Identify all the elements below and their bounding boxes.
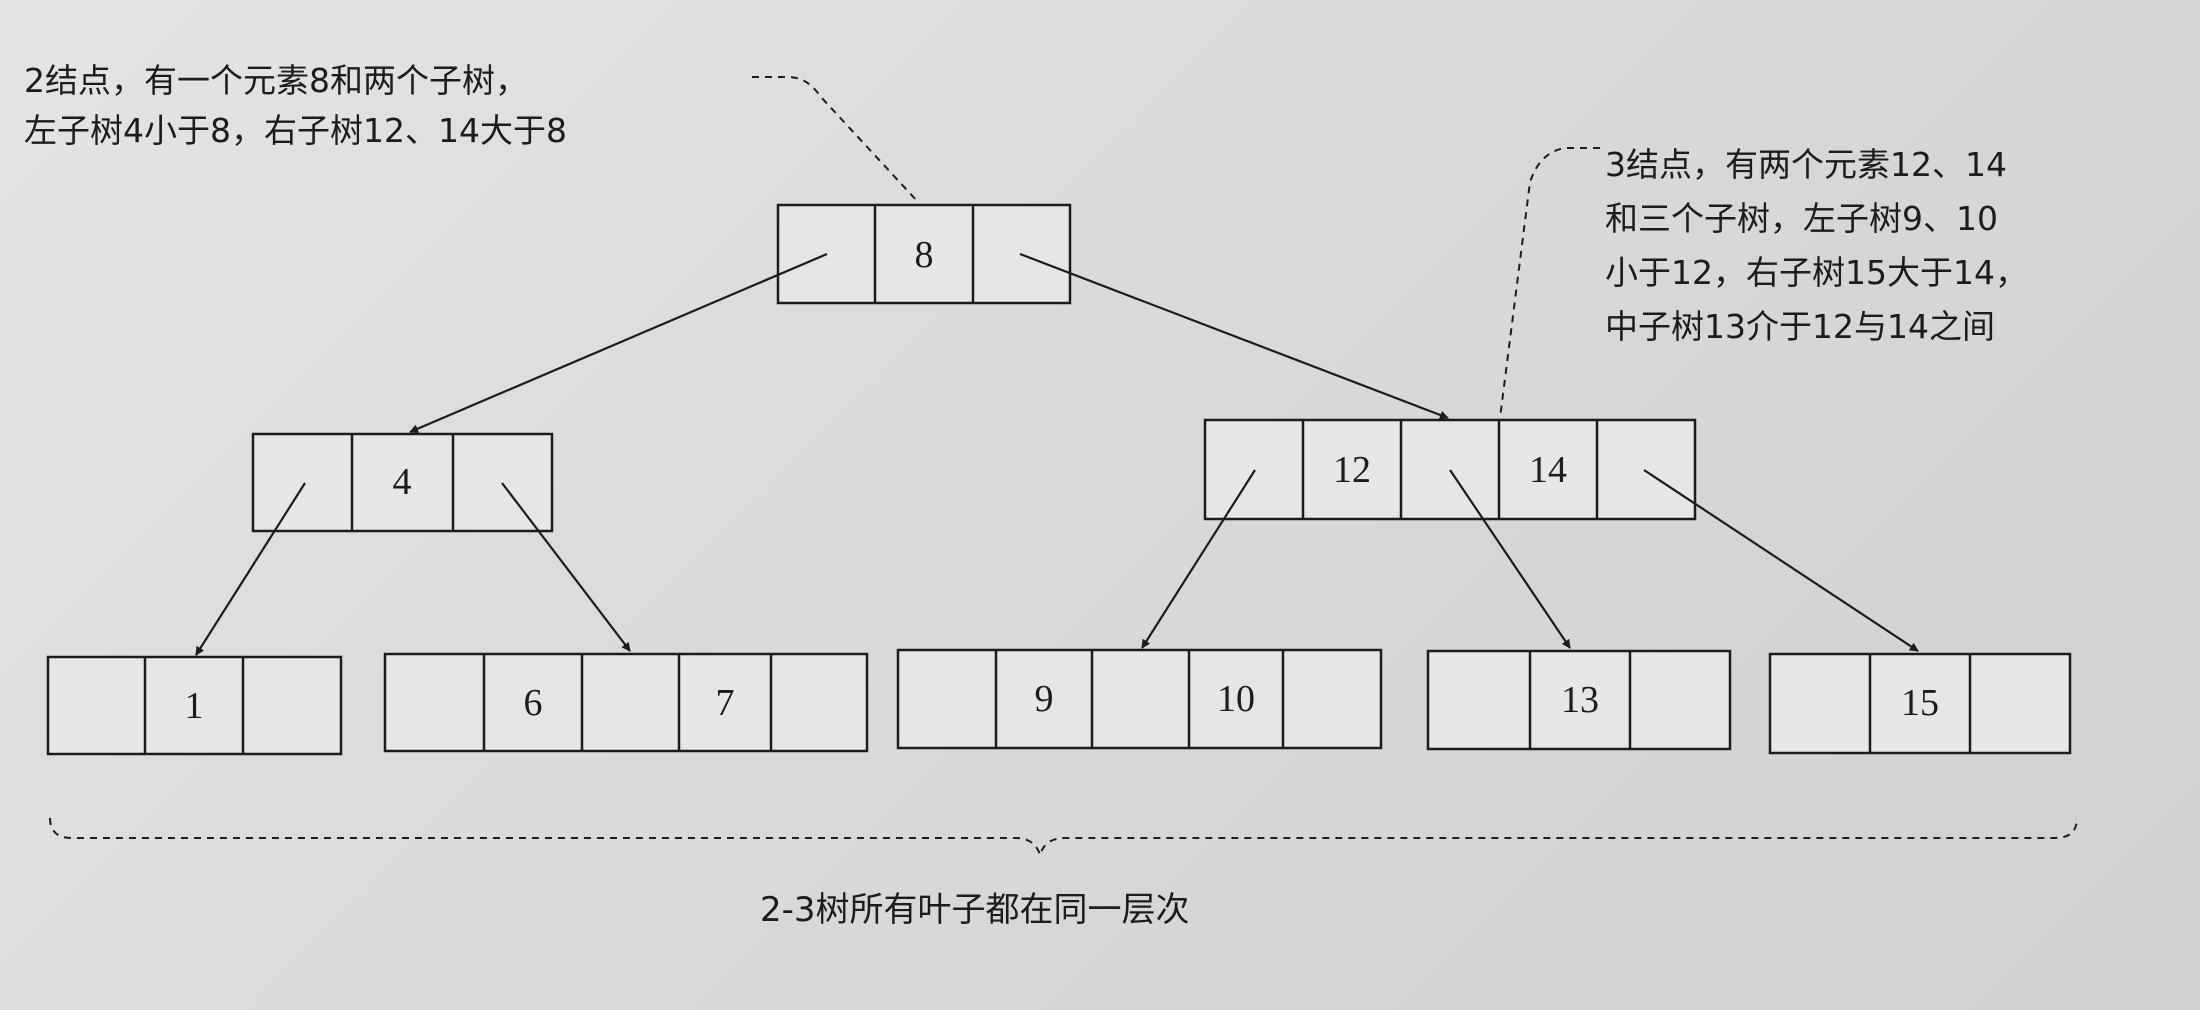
arrow-root-to-node-12-14 xyxy=(1019,252,1449,420)
arrow-root-to-node-4 xyxy=(409,252,828,434)
arrow-node-12-14-to-leaf-13 xyxy=(1449,469,1571,649)
leaf-key-13: 13 xyxy=(1561,679,1599,721)
root-node: 8 xyxy=(776,203,1072,305)
arrow-node-4-to-leaf-6-7 xyxy=(501,482,631,652)
two-node-annotation-line: 2结点，有一个元素8和两个子树， xyxy=(24,61,528,100)
callout-leaders xyxy=(752,76,1600,419)
leaf-6-7: 6 7 xyxy=(383,652,869,753)
leaf-1: 1 xyxy=(46,655,343,756)
leaf-13-border xyxy=(1426,649,1732,751)
leaf-13: 13 xyxy=(1426,649,1732,751)
leaf-key-10: 10 xyxy=(1217,678,1255,720)
child-pointer-arrows xyxy=(195,252,1919,656)
leaf-key-7: 7 xyxy=(716,682,735,724)
root-key-8: 8 xyxy=(915,234,934,276)
three-node-annotation-line: 3结点，有两个元素12、14 xyxy=(1605,145,2007,184)
arrow-node-12-14-to-leaf-9-10 xyxy=(1141,469,1256,649)
leader-two-node xyxy=(752,76,919,203)
arrow-node-4-to-leaf-1 xyxy=(195,482,306,656)
leaf-15-border xyxy=(1768,652,2072,755)
leaf-9-10-border xyxy=(896,648,1383,750)
leaf-15: 15 xyxy=(1768,652,2072,755)
leaf-level-caption: 2-3树所有叶子都在同一层次 xyxy=(760,890,1190,930)
node-key-4: 4 xyxy=(393,461,412,503)
three-node-12-14: 12 14 xyxy=(1203,418,1697,521)
leader-three-node xyxy=(1499,147,1600,419)
leaf-level-brace xyxy=(49,817,2078,859)
leaf-6-7-border xyxy=(383,652,869,753)
node-key-14: 14 xyxy=(1529,449,1567,491)
two-node-4-border xyxy=(251,432,554,533)
three-node-annotation-line: 和三个子树，左子树9、10 xyxy=(1605,199,1998,238)
leaf-1-border xyxy=(46,655,343,756)
two-node-annotation: 2结点，有一个元素8和两个子树， 左子树4小于8，右子树12、14大于8 xyxy=(24,56,567,156)
node-key-12: 12 xyxy=(1333,449,1371,491)
three-node-annotation: 3结点，有两个元素12、14 和三个子树，左子树9、10 小于12，右子树15大… xyxy=(1605,138,2028,354)
three-node-annotation-line: 小于12，右子树15大于14， xyxy=(1605,253,2028,292)
three-node-border xyxy=(1203,418,1697,521)
arrow-node-12-14-to-leaf-15 xyxy=(1643,469,1919,652)
two-node-4: 4 xyxy=(251,432,554,533)
two-node-annotation-line: 左子树4小于8，右子树12、14大于8 xyxy=(24,111,567,150)
leaf-key-9: 9 xyxy=(1035,678,1054,720)
leaf-9-10: 9 10 xyxy=(896,648,1383,750)
leaf-key-1: 1 xyxy=(185,685,204,727)
three-node-annotation-line: 中子树13介于12与14之间 xyxy=(1605,307,1995,346)
leaf-key-15: 15 xyxy=(1901,682,1939,724)
leaf-key-6: 6 xyxy=(524,682,543,724)
